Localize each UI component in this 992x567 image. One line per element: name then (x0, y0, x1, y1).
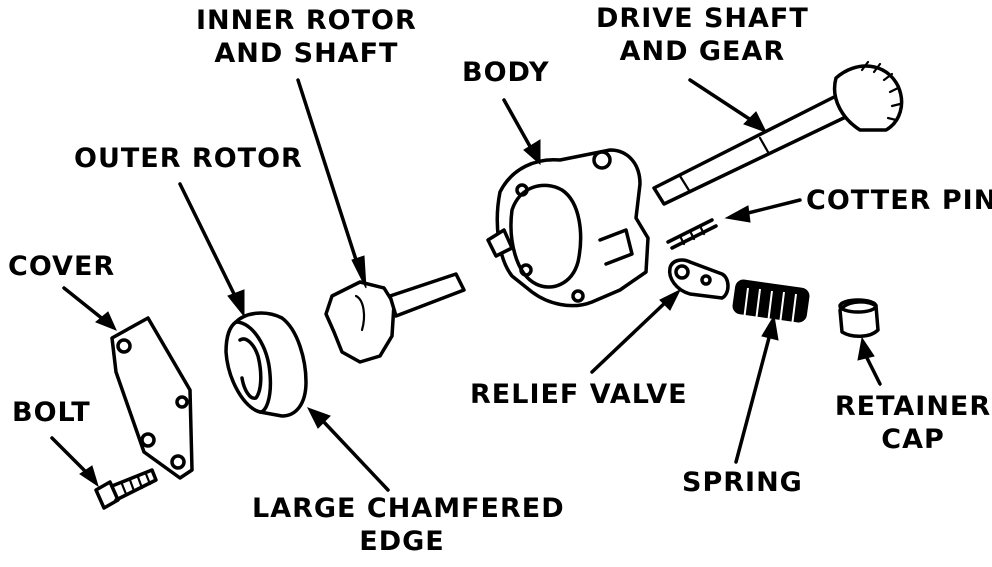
inner-rotor-label: INNER ROTOR AND SHAFT (196, 4, 417, 70)
body-label: BODY (462, 57, 550, 88)
drive-shaft-label: DRIVE SHAFT AND GEAR (596, 2, 809, 68)
drive-shaft-label-line1: DRIVE SHAFT (596, 3, 809, 34)
retainer-cap-label-line1: RETAINER (834, 391, 992, 422)
relief-valve-part (667, 258, 730, 300)
inner-rotor-label-line1: INNER ROTOR (196, 5, 417, 36)
inner-rotor-part (324, 272, 466, 364)
spring-label: SPRING (682, 467, 803, 498)
relief-valve-label: RELIEF VALVE (470, 379, 688, 410)
retainer-cap-label-line2: CAP (881, 424, 945, 455)
outer-rotor-part (224, 311, 308, 418)
cover-label: COVER (8, 251, 116, 282)
spring-part (732, 279, 810, 327)
bolt-label: BOLT (12, 397, 91, 428)
chamfered-edge-label: LARGE CHAMFERED EDGE (252, 492, 565, 558)
cotter-pin-part (666, 218, 718, 250)
retainer-cap-label: RETAINER CAP (834, 390, 992, 456)
inner-rotor-label-line2: AND SHAFT (214, 38, 399, 69)
body-part (486, 148, 650, 308)
bolt-part (94, 468, 158, 510)
chamfered-edge-label-line2: EDGE (359, 526, 445, 557)
leader-arrows (50, 78, 882, 492)
drive-shaft-part (652, 60, 904, 206)
drive-shaft-label-line2: AND GEAR (619, 36, 786, 67)
cotter-pin-label: COTTER PIN (806, 185, 992, 216)
cover-part (110, 316, 194, 480)
outer-rotor-label: OUTER ROTOR (74, 143, 303, 174)
chamfered-edge-label-line1: LARGE CHAMFERED (252, 493, 565, 524)
retainer-cap-part (838, 298, 880, 338)
